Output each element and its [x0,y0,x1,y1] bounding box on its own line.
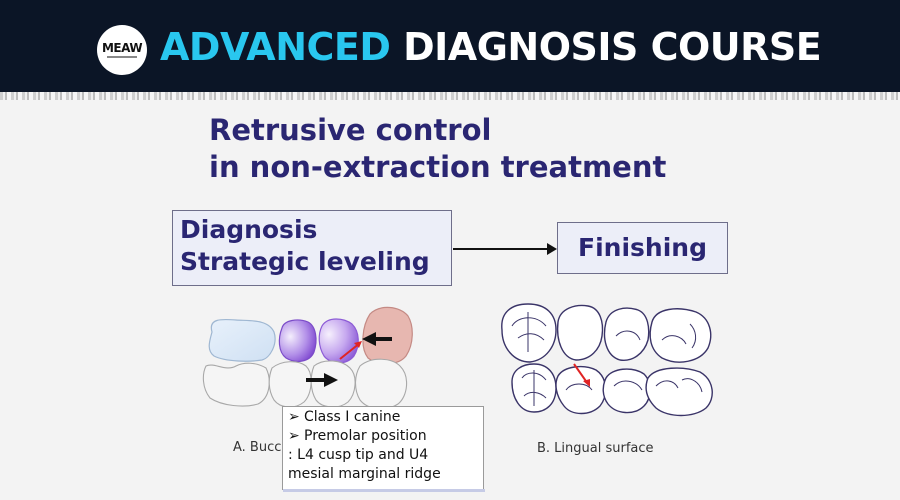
finishing-box: Finishing [557,222,728,274]
upper-premolar-2 [318,318,359,364]
banner-title: ADVANCED DIAGNOSIS COURSE [160,22,822,72]
lingual-lower-tooth-3 [602,368,651,414]
logo-text: MEAW [101,41,143,55]
lower-canine-tooth [202,362,270,407]
lingual-upper-tooth-4 [649,308,712,363]
slide-title-line1: Retrusive control [209,113,492,147]
lower-arrow-icon [306,373,338,387]
course-banner: MEAW ADVANCED DIAGNOSIS COURSE [0,0,900,92]
teeth-illustration [202,303,713,417]
note-item-2: ➢Premolar position [288,427,483,446]
lingual-red-arrowhead-icon [583,379,590,387]
flow-arrow-head-icon [547,243,557,255]
lingual-upper-tooth-2 [556,304,604,361]
lingual-upper-tooth-1 [501,303,557,363]
banner-edge [0,92,900,100]
lower-molar [354,358,408,410]
flow-arrow-line [453,248,549,250]
red-contact-arrowhead-icon [354,341,362,348]
buccal-surface-diagram [202,306,413,410]
upper-canine-tooth [208,318,276,362]
upper-molar [362,306,413,365]
upper-premolar-1 [278,319,317,362]
meaw-logo: MEAW [97,25,147,75]
diagnosis-box: Diagnosis Strategic leveling [172,210,452,286]
banner-title-accent: ADVANCED [160,25,391,69]
lingual-lower-tooth-4 [645,367,713,417]
lingual-lower-tooth-2 [555,365,607,415]
slide-title-line2: in non-extraction treatment [209,150,667,184]
note-item-4: mesial marginal ridge [288,466,441,482]
lingual-upper-tooth-3 [603,307,650,361]
note-accent-bar [283,489,485,492]
arrowhead-bullet-icon: ➢ [288,428,300,444]
banner-title-rest: DIAGNOSIS COURSE [403,25,822,69]
note-item-1-text: Class I canine [304,409,401,425]
note-item-1: ➢Class I canine [288,408,483,427]
diagnosis-box-line2: Strategic leveling [180,247,430,276]
lower-premolar-2 [310,360,356,408]
lingual-surface-diagram [501,303,713,417]
upper-arrow-icon [362,332,392,346]
note-item-2-text: Premolar position [304,428,427,444]
note-item-3: : L4 cusp tip and U4 [288,447,429,463]
slide: Retrusive control in non-extraction trea… [0,100,900,500]
logo-underline [107,56,137,58]
lower-premolar-1 [268,361,312,408]
red-contact-marker [339,342,361,360]
arrowhead-bullet-icon: ➢ [288,409,300,425]
slide-title: Retrusive control in non-extraction trea… [209,112,666,186]
diagnosis-box-line1: Diagnosis [180,215,318,244]
note-box: ➢Class I canine ➢Premolar position : L4 … [282,406,485,492]
caption-lingual-surface: B. Lingual surface [537,441,654,456]
